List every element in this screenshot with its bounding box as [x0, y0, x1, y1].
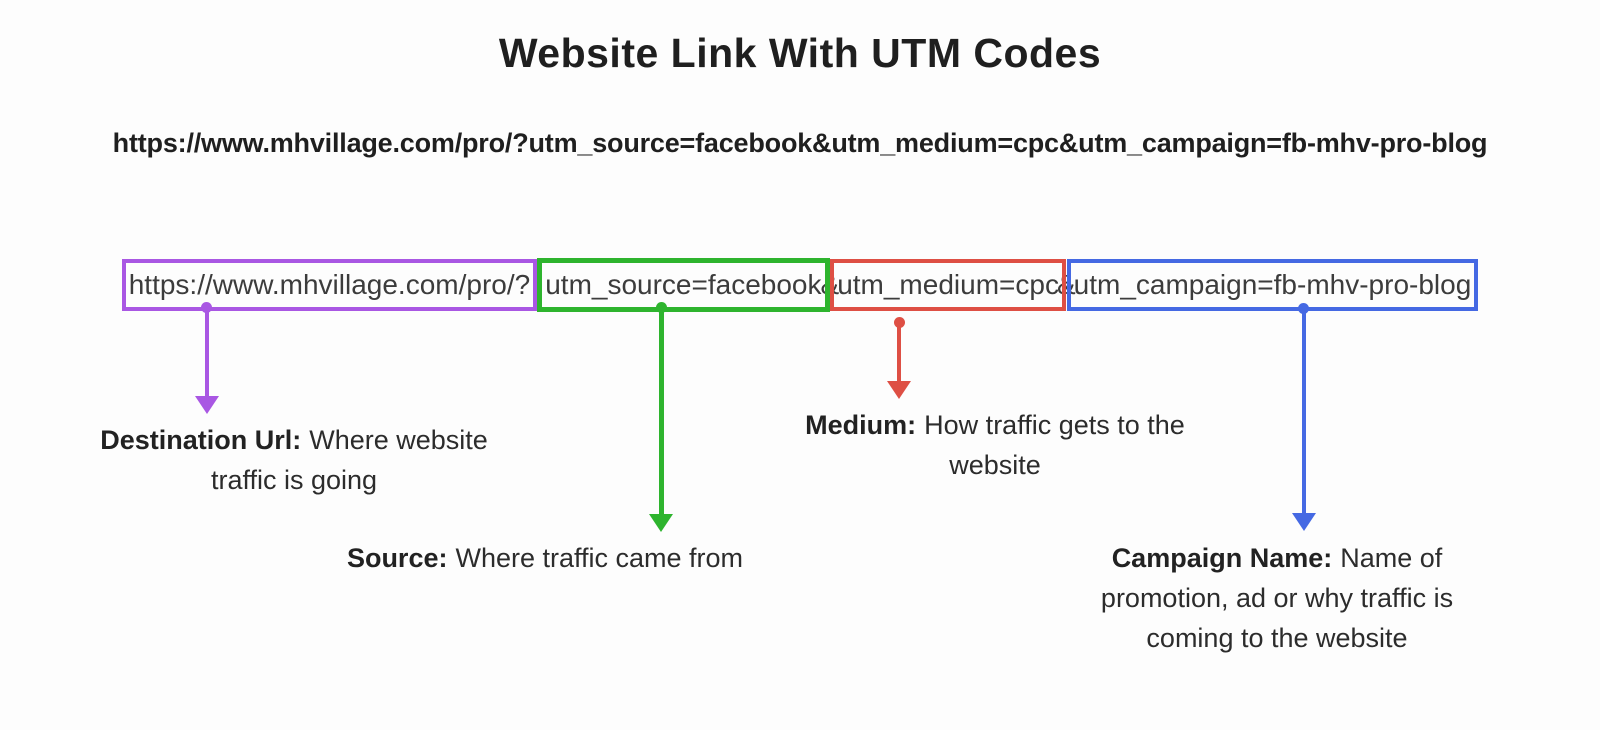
arrow-head-icon: [649, 514, 674, 532]
full-url-text: https://www.mhvillage.com/pro/?utm_sourc…: [112, 128, 1488, 158]
destination-note-description: Where website traffic is going: [210, 425, 488, 495]
medium-note: Medium:How traffic gets to the website: [765, 405, 1225, 485]
arrow-line: [658, 312, 664, 515]
campaign-arrow: [1291, 303, 1317, 531]
arrow-head-icon: [887, 381, 912, 399]
source-note: Source:Where traffic came from: [290, 538, 800, 578]
arrow-dot: [1298, 303, 1310, 314]
arrow-line: [897, 327, 902, 382]
url-breakdown-row: https://www.mhvillage.com/pro/? utm_sour…: [0, 258, 1600, 532]
arrow-line: [1301, 313, 1306, 514]
source-arrow: [648, 302, 674, 532]
destination-url-segment-box: https://www.mhvillage.com/pro/?: [121, 259, 538, 414]
source-note-description: Where traffic came from: [455, 543, 744, 573]
campaign-segment-text: utm_campaign=fb-mhv-pro-blog: [1073, 269, 1472, 300]
medium-arrow: [886, 317, 912, 399]
arrow-dot: [201, 302, 213, 313]
source-segment-text: utm_source=facebook: [545, 269, 822, 300]
medium-segment-box: utm_medium=cpc: [830, 259, 1066, 399]
arrow-dot: [655, 302, 667, 313]
medium-note-description: How traffic gets to the website: [924, 410, 1185, 480]
campaign-note: Campaign Name:Name of promotion, ad or w…: [1077, 538, 1477, 658]
campaign-note-label: Campaign Name:: [1111, 543, 1333, 573]
destination-url-segment-text: https://www.mhvillage.com/pro/?: [128, 269, 531, 300]
destination-arrow: [194, 302, 220, 414]
destination-note-label: Destination Url:: [100, 425, 302, 455]
destination-note: Destination Url:Where website traffic is…: [68, 420, 520, 500]
arrow-head-icon: [1291, 513, 1316, 531]
source-segment-box: utm_source=facebook: [537, 258, 830, 532]
source-note-label: Source:: [346, 543, 448, 573]
arrow-dot: [893, 317, 905, 328]
campaign-segment-box: utm_campaign=fb-mhv-pro-blog: [1066, 259, 1479, 531]
arrow-line: [204, 312, 209, 397]
page-title: Website Link With UTM Codes: [498, 30, 1102, 76]
url-separator-ampersand: &: [1056, 269, 1076, 300]
medium-note-label: Medium:: [805, 410, 917, 440]
campaign-note-description: Name of promotion, ad or why traffic is …: [1100, 543, 1454, 653]
medium-segment-text: utm_medium=cpc: [837, 269, 1059, 300]
arrow-head-icon: [194, 396, 219, 414]
